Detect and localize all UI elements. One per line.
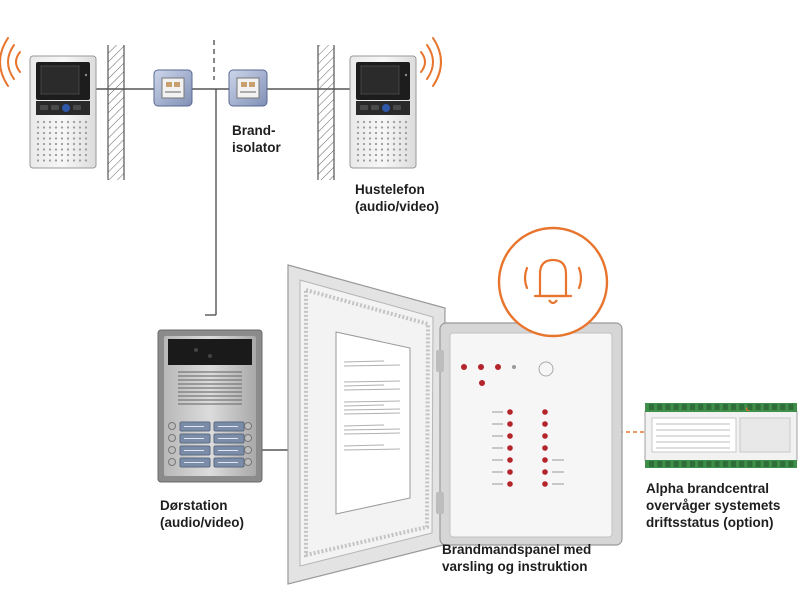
wiring — [95, 88, 355, 451]
house-phone-right — [349, 55, 417, 169]
alpha-terminals — [649, 404, 794, 467]
alpha-module — [644, 403, 798, 468]
panel-led-columns — [492, 409, 564, 487]
door-speaker-grille — [178, 371, 242, 405]
signal-waves-icon — [0, 37, 21, 87]
label-house-phone: Hustelefon (audio/video) — [355, 182, 439, 214]
fire-panel — [287, 264, 623, 585]
wall-right — [317, 45, 335, 180]
fire-isolator-2 — [228, 69, 268, 107]
house-phone-left — [29, 55, 97, 169]
instruction-text-lines — [343, 360, 401, 451]
fire-isolator-1 — [153, 69, 193, 107]
label-fire-panel: Brandmandspanel med varsling og instrukt… — [442, 542, 592, 574]
bell-icon — [497, 226, 609, 338]
signal-waves-icon — [420, 37, 442, 87]
door-station — [157, 329, 263, 483]
door-name-buttons — [168, 421, 252, 468]
label-brand-isolator: Brand- isolator — [232, 123, 281, 155]
label-alpha: Alpha brandcentral overvåger systemets d… — [646, 481, 781, 530]
wall-left — [107, 45, 125, 180]
label-door-station: Dørstation (audio/video) — [160, 498, 244, 530]
